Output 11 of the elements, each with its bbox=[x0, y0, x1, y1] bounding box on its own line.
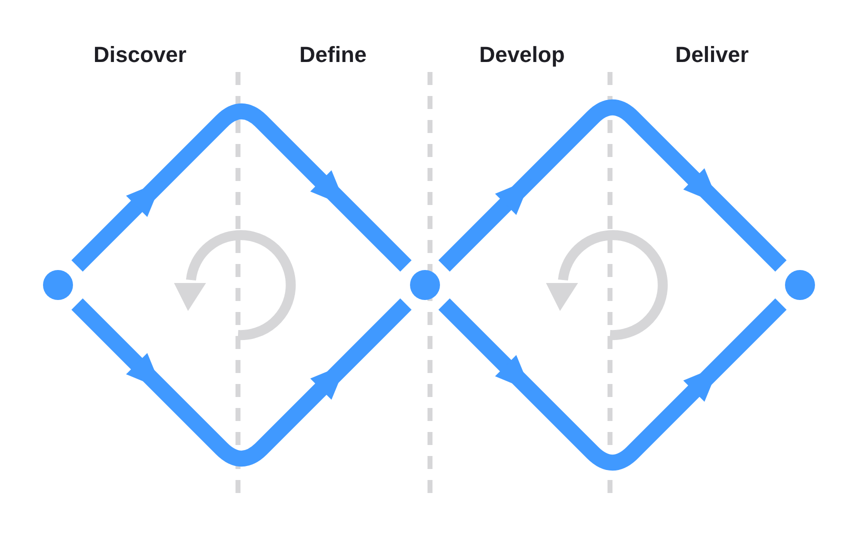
phase-label: Discover bbox=[94, 42, 186, 68]
arrow bbox=[438, 298, 787, 470]
arrow bbox=[71, 298, 412, 466]
arrow bbox=[71, 104, 412, 272]
node-dot bbox=[410, 270, 440, 300]
arrow bbox=[438, 100, 787, 272]
node-dot bbox=[785, 270, 815, 300]
phase-label: Define bbox=[299, 42, 367, 68]
phase-label: Deliver bbox=[675, 42, 749, 68]
node-dot bbox=[43, 270, 73, 300]
phase-label: Develop bbox=[479, 42, 565, 68]
